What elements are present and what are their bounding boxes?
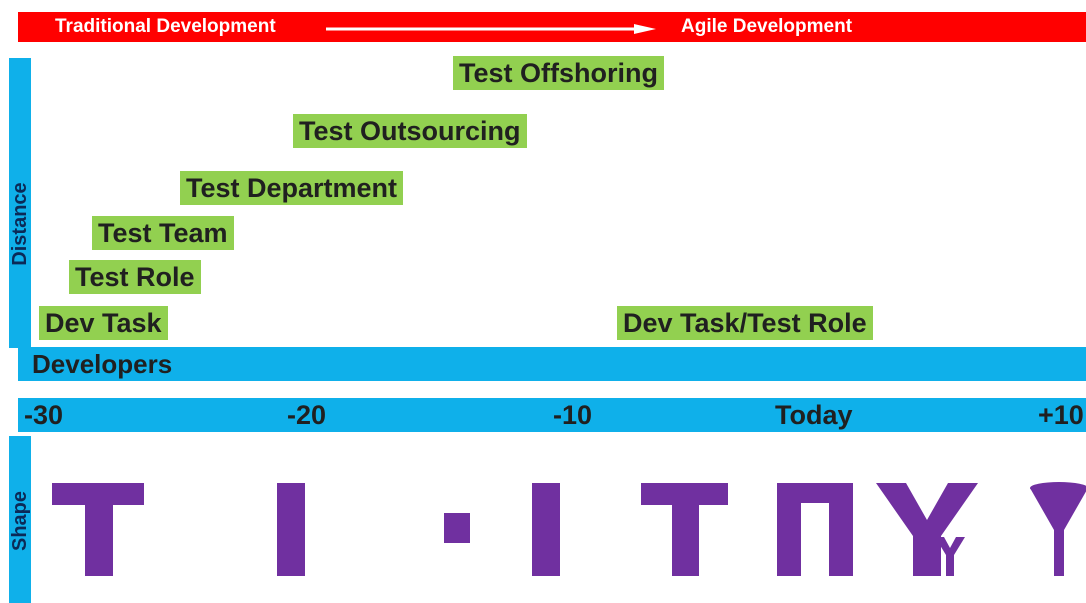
timeline-banner bbox=[18, 12, 1086, 42]
pi-shape-icon bbox=[777, 483, 853, 576]
distance-axis-bar bbox=[9, 58, 31, 348]
t-shape-2-icon bbox=[641, 483, 728, 576]
shape-axis-bar bbox=[9, 436, 31, 603]
developers-bar bbox=[18, 347, 1086, 381]
dev-task-test-role-box: Dev Task/Test Role bbox=[617, 306, 873, 340]
shape-axis-label: Shape bbox=[9, 490, 31, 552]
tick-minus-20: -20 bbox=[287, 400, 327, 430]
test-outsourcing-box: Test Outsourcing bbox=[293, 114, 527, 148]
skill-shapes bbox=[52, 482, 1086, 576]
funnel-shape-icon bbox=[1030, 482, 1086, 576]
tick-today: Today bbox=[775, 400, 853, 430]
test-department-box: Test Department bbox=[180, 171, 404, 205]
test-offshoring-box: Test Offshoring bbox=[453, 56, 664, 90]
tick-minus-10: -10 bbox=[553, 400, 593, 430]
distance-axis-label: Distance bbox=[9, 182, 31, 266]
arrow-right-icon bbox=[326, 24, 656, 34]
timeline-bar bbox=[18, 398, 1086, 432]
tick-minus-30: -30 bbox=[24, 400, 64, 430]
y-shape-icon bbox=[876, 483, 978, 576]
dash-i-shape-icon bbox=[444, 483, 560, 576]
dev-task-box: Dev Task bbox=[39, 306, 168, 340]
traditional-development-label: Traditional Development bbox=[55, 16, 276, 37]
t-shape-icon bbox=[52, 483, 144, 576]
test-team-box: Test Team bbox=[92, 216, 234, 250]
tick-plus-10: +10 bbox=[1038, 400, 1084, 430]
i-shape-icon bbox=[277, 483, 305, 576]
developers-label: Developers bbox=[32, 349, 173, 379]
agile-development-label: Agile Development bbox=[681, 16, 853, 37]
test-role-box: Test Role bbox=[69, 260, 201, 294]
